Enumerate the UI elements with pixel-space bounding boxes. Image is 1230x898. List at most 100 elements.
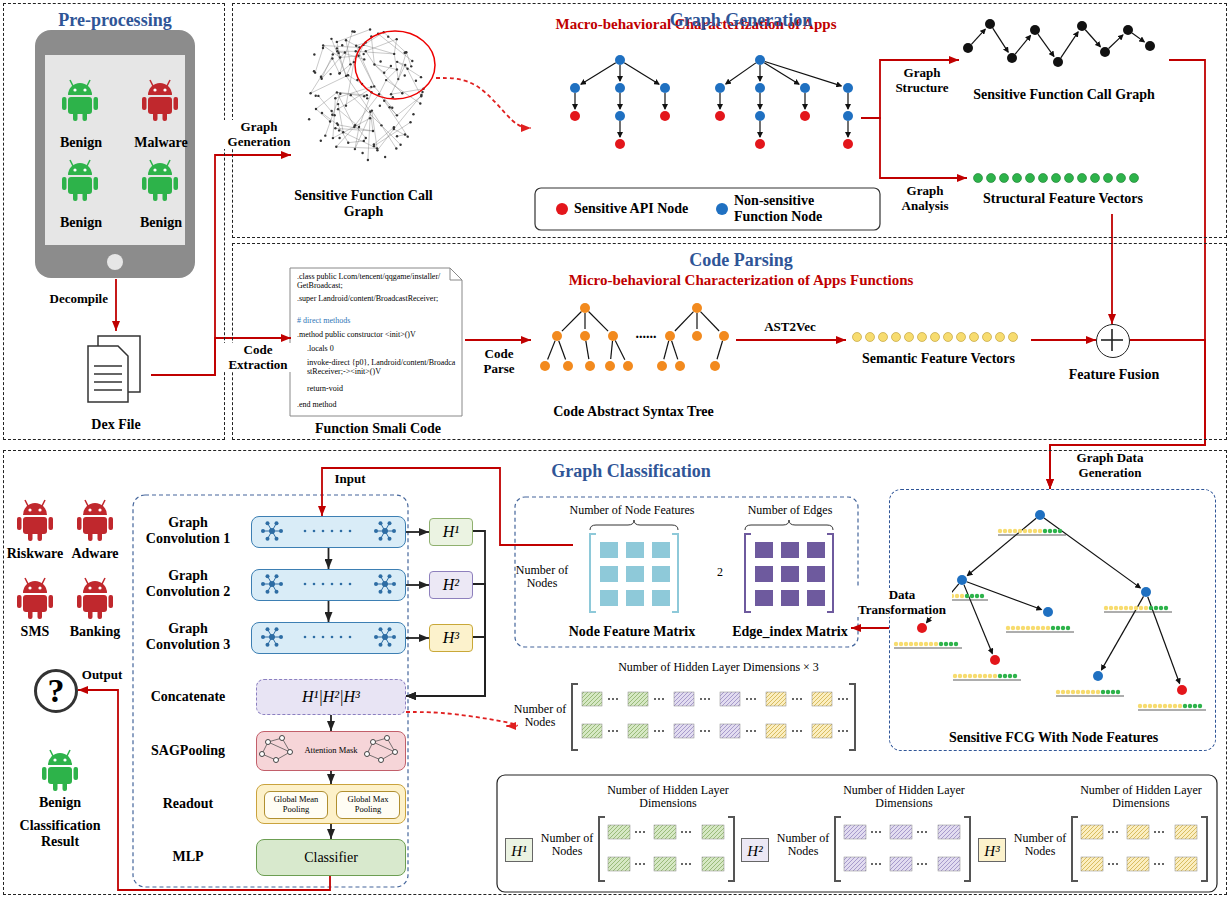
graph-dot <box>367 159 369 161</box>
graph-edge <box>394 129 408 137</box>
hidden-box: H² <box>429 571 473 599</box>
vector-dot <box>1061 626 1065 630</box>
graph-edge <box>384 101 407 137</box>
vector-dot <box>1065 174 1074 183</box>
android-eye <box>98 508 101 511</box>
vector-underline <box>1006 632 1074 633</box>
vector-dot <box>909 642 913 646</box>
graph-dot <box>404 74 406 76</box>
node-text: Pre-processing <box>4 10 226 30</box>
matrix: Number of Node FeaturesNumber of NodesNo… <box>573 504 691 646</box>
ellipsis-dot <box>612 730 614 732</box>
android-arm <box>62 177 67 190</box>
tree-edge <box>548 341 556 360</box>
tree-edge <box>559 341 566 360</box>
tree-edge <box>1148 597 1180 684</box>
graph-dot <box>378 93 380 95</box>
graph-dot <box>412 113 414 115</box>
plus-sign <box>1111 329 1113 351</box>
android-leg <box>73 192 78 201</box>
panel: .class public Lcom/tencent/qqgame/instal… <box>232 243 1227 440</box>
graph-dot <box>335 146 337 148</box>
matrix-cell <box>626 590 644 606</box>
vector-underline <box>1138 710 1206 711</box>
plus-sign <box>1101 339 1123 341</box>
vector-dot <box>996 333 1005 342</box>
node-text: Readout <box>132 796 244 812</box>
vector-dot <box>939 642 943 646</box>
graph-dot <box>385 79 387 81</box>
android-body <box>23 517 47 534</box>
android-body <box>83 517 107 534</box>
node-text: Sensitive Function Call Graph <box>959 87 1169 103</box>
vector-dot <box>960 594 964 598</box>
graph-dot <box>345 39 347 41</box>
graph-dot <box>337 108 339 110</box>
graph-dot <box>308 118 310 120</box>
vector-dot <box>934 642 938 646</box>
node-text: Sensitive FCG With Node Features <box>890 730 1217 746</box>
matrix-cell <box>720 692 740 706</box>
vector-dot <box>1013 529 1017 533</box>
vector-dot <box>1139 606 1143 610</box>
vector-dot <box>1066 626 1070 630</box>
vector-dot <box>1021 626 1025 630</box>
graph-dot <box>395 147 397 149</box>
matrix-cell <box>781 566 799 582</box>
ellipsis-dot <box>689 831 691 833</box>
graph-dot <box>331 57 333 59</box>
android-eye <box>38 586 41 589</box>
tree-edge <box>619 93 620 109</box>
ellipsis-dot <box>658 698 660 700</box>
graph-dot <box>396 61 398 63</box>
vector-dot <box>1081 690 1085 694</box>
code-document: .class public Lcom/tencent/qqgame/instal… <box>291 269 465 439</box>
graph-dot <box>353 31 355 33</box>
graph-edge <box>406 52 411 66</box>
graph-dot <box>391 107 393 109</box>
node-text: Feature Fusion <box>1059 367 1169 383</box>
graph-edge <box>351 95 382 125</box>
tree-edge <box>719 93 720 109</box>
vector-dot <box>1066 690 1070 694</box>
tree-node <box>1030 25 1040 35</box>
ellipsis-dot <box>925 831 927 833</box>
vector-dot <box>953 674 957 678</box>
graph-dot <box>322 44 324 46</box>
android-body <box>68 177 92 194</box>
graph-dot <box>353 126 355 128</box>
vector-dot <box>1041 626 1045 630</box>
vector-dot <box>1198 704 1202 708</box>
vector-dot <box>1018 529 1022 533</box>
connector <box>861 60 959 118</box>
graph-dot <box>355 50 357 52</box>
ellipsis-dot <box>871 831 873 833</box>
vector-dot <box>1026 174 1035 183</box>
graph-edge <box>322 54 333 78</box>
ellipsis-dot <box>1108 863 1110 865</box>
ellipsis-dot <box>689 863 691 865</box>
matrix: H¹Number of Hidden Layer DimensionsNumbe… <box>503 784 738 889</box>
vector-dot <box>1039 174 1048 183</box>
tree-node <box>692 331 702 341</box>
node-text: Number of Nodes <box>515 564 569 591</box>
node-text: .end method <box>297 401 457 410</box>
ellipsis-dot <box>704 698 706 700</box>
tree-node <box>1141 587 1151 597</box>
graph-edge <box>331 39 346 76</box>
matrix-cell <box>652 590 670 606</box>
graph-edge <box>366 51 375 64</box>
tree-node <box>623 361 633 371</box>
android-eye <box>83 88 86 91</box>
android-leg <box>63 782 68 791</box>
edge-label: AST2Vec <box>752 320 828 335</box>
android-antenna <box>102 500 105 506</box>
android-eye <box>53 758 56 761</box>
ellipsis-dot <box>639 863 641 865</box>
android-arm <box>174 97 179 110</box>
graph-dot <box>373 63 375 65</box>
matrix-cell <box>781 542 799 558</box>
node-text: invoke-direct {p0}, Landroid/content/Bro… <box>307 359 457 377</box>
node-text: Graph Convolution 2 <box>132 568 244 599</box>
matrix-bracket <box>1072 817 1207 881</box>
